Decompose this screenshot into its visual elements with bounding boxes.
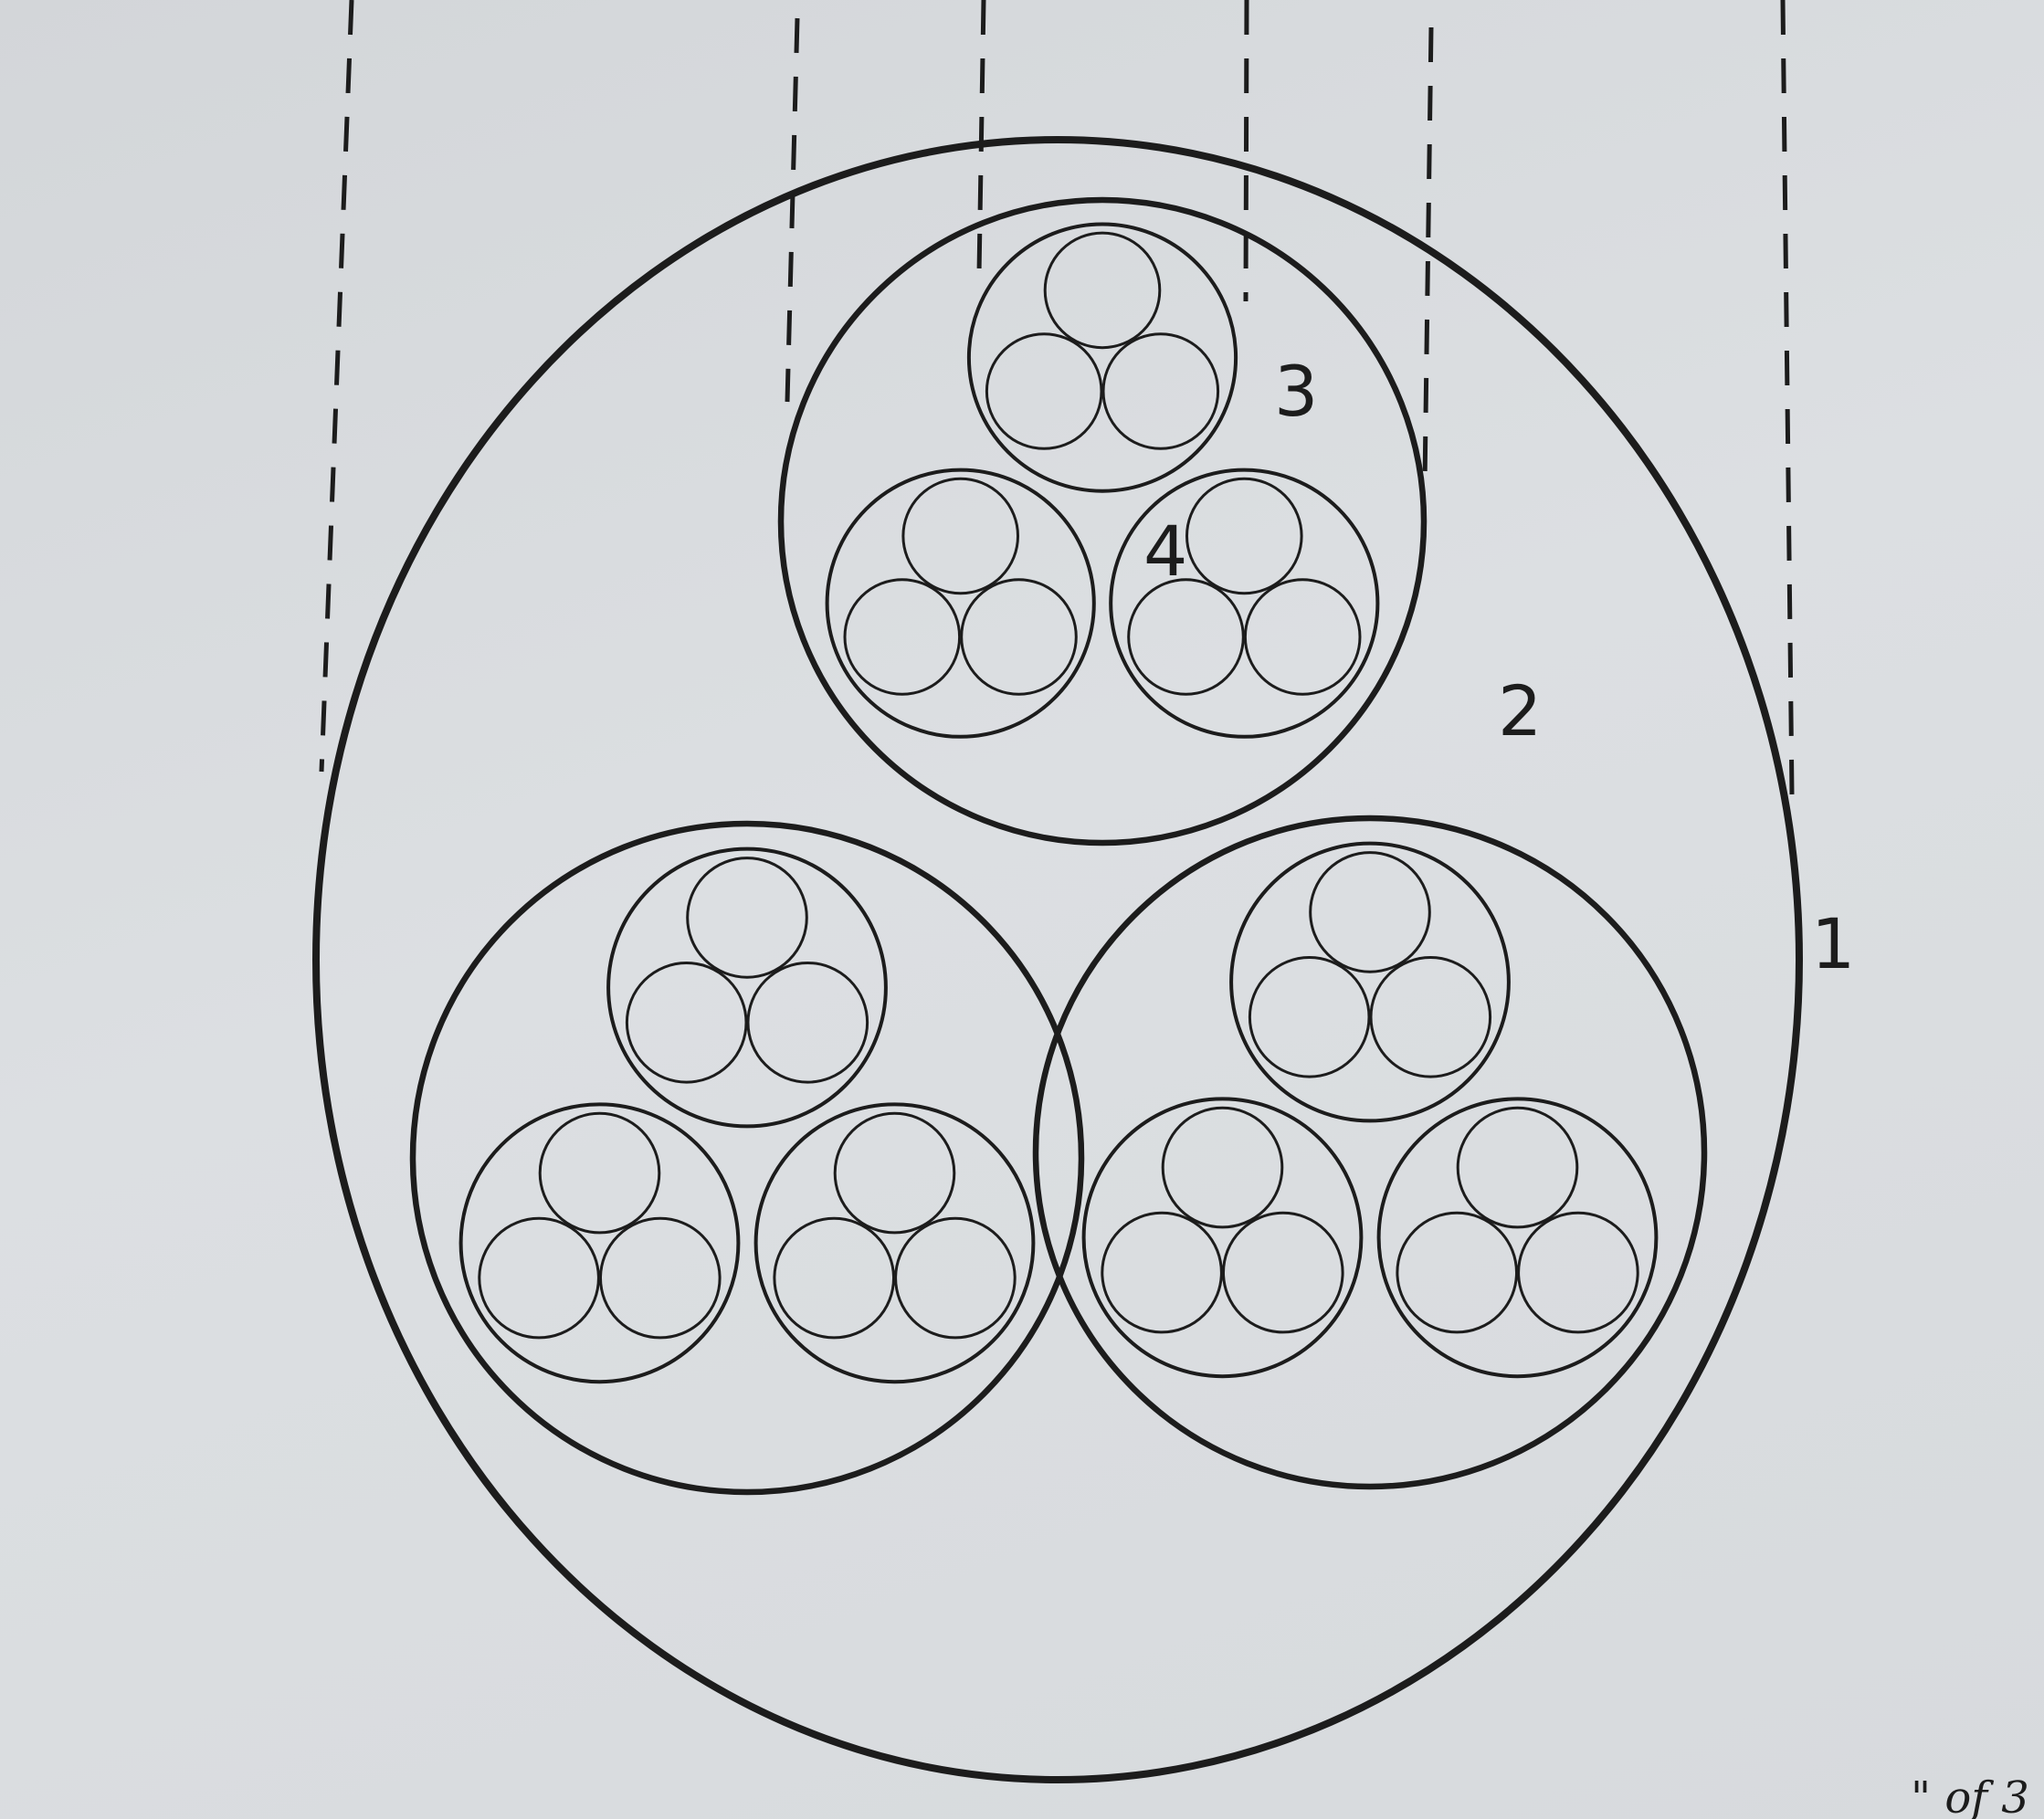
circle-level-5: [1396, 1211, 1518, 1334]
label-level-4: 4: [1143, 510, 1187, 592]
circle-level-5: [1127, 578, 1245, 696]
circle-level-5: [1161, 1106, 1284, 1229]
dashed-line: [976, 0, 986, 275]
circle-level-5: [1369, 956, 1492, 1078]
dashed-line: [1243, 0, 1249, 302]
circle-level-5: [1043, 231, 1162, 350]
circle-level-5: [843, 578, 962, 696]
circle-level-5: [833, 1111, 956, 1235]
label-level-3: 3: [1274, 351, 1318, 432]
circle-group-level-2-bottom-left: [409, 820, 1085, 1496]
label-level-1: 1: [1811, 903, 1855, 984]
circle-level-4: [1081, 1097, 1364, 1379]
circle-level-4: [458, 1102, 741, 1384]
dashed-line: [319, 0, 354, 773]
label-level-2: 2: [1498, 670, 1542, 752]
circle-level-5: [1309, 851, 1431, 973]
circle-level-5: [1243, 578, 1362, 696]
circle-level-4: [825, 468, 1096, 739]
circle-level-3: [409, 820, 1085, 1496]
circle-level-5: [773, 1216, 896, 1340]
circle-level-5: [599, 1216, 722, 1340]
circle-level-5: [538, 1111, 661, 1235]
circle-level-5: [1101, 1211, 1223, 1334]
circle-level-4: [1229, 841, 1511, 1123]
corner-text: " of 3: [1911, 1772, 2029, 1819]
circle-level-5: [894, 1216, 1017, 1340]
circle-level-5: [985, 332, 1103, 450]
circle-group-level-2-top: [777, 196, 1428, 846]
outer-circle-level-1: [312, 136, 1803, 1783]
circle-level-5: [1185, 477, 1303, 595]
circle-level-4: [753, 1102, 1036, 1384]
circle-level-5: [1517, 1211, 1639, 1334]
dashed-line: [1422, 26, 1434, 485]
circle-level-4: [1376, 1097, 1659, 1379]
circle-level-3: [1032, 815, 1708, 1490]
circle-level-5: [625, 962, 748, 1084]
circle-level-5: [1101, 332, 1220, 450]
circle-level-4: [1109, 468, 1380, 739]
circle-level-5: [746, 962, 869, 1084]
circle-level-3: [777, 196, 1428, 846]
circle-group-level-2-bottom-right: [1032, 815, 1708, 1490]
circle-level-4: [966, 222, 1238, 493]
circle-level-5: [1222, 1211, 1344, 1334]
dashed-line: [785, 17, 800, 403]
dashed-projection-lines: [319, 0, 1795, 795]
circle-level-4: [606, 846, 888, 1129]
dashed-line: [1780, 0, 1795, 795]
circle-level-5: [478, 1216, 600, 1340]
circle-level-5: [1248, 956, 1371, 1078]
circle-level-5: [960, 578, 1078, 696]
circle-level-5: [901, 477, 1019, 595]
circle-level-5: [1456, 1106, 1579, 1229]
circle-level-5: [686, 857, 808, 979]
